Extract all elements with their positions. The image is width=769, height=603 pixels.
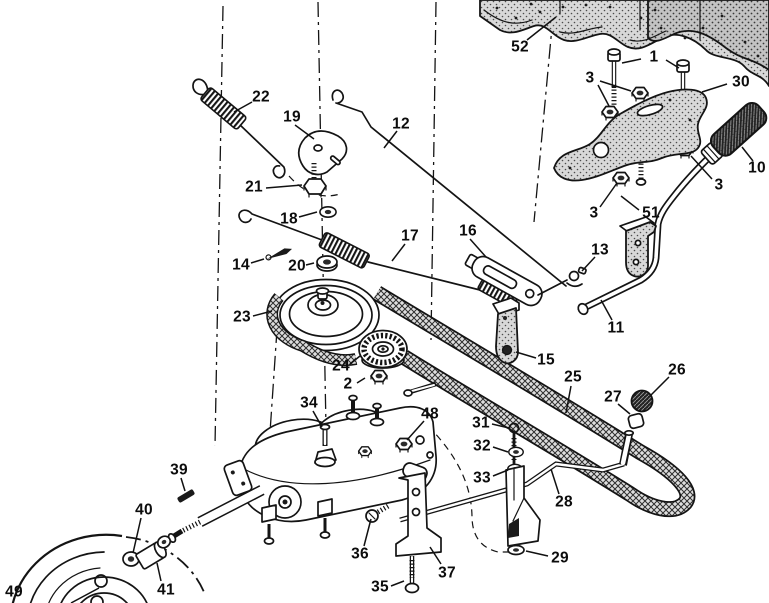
belt-25-wrap [266,293,358,367]
leader-lines [132,16,754,587]
pulley-23 [272,278,380,352]
callout-19: 19 [283,109,301,126]
bolt-21 [303,163,327,198]
bolt-48 [395,381,437,453]
callout-41: 41 [157,582,175,599]
rod-28 [398,461,626,523]
washer-29 [507,544,525,556]
callout-51: 51 [642,205,660,222]
washer-32 [508,446,524,458]
callout-26: 26 [668,362,686,379]
callout-3: 3 [715,177,724,194]
callout-3: 3 [590,205,599,222]
callout-35: 35 [371,579,389,596]
wheel-49 [11,533,205,603]
callout-39: 39 [170,462,188,479]
belt-25 [372,286,696,518]
washer-20 [316,255,338,272]
bracket-19 [297,130,348,176]
callout-12: 12 [392,116,410,133]
callout-2: 2 [344,376,353,393]
callout-34: 34 [300,395,318,412]
idler-post [619,429,635,466]
lever-11 [577,144,723,316]
washer-18 [319,205,337,219]
callout-3: 3 [586,70,595,87]
pulley-24 [358,329,408,369]
bolt-34 [314,423,337,468]
callout-20: 20 [288,258,306,275]
callout-36: 36 [351,546,369,563]
bushing-41 [135,541,167,570]
callout-24: 24 [332,358,350,375]
bracket-30 [553,88,708,182]
clip-13 [566,266,587,288]
callout-31: 31 [472,415,490,432]
callout-10: 10 [748,160,766,177]
callout-28: 28 [555,494,573,511]
callout-21: 21 [245,179,263,196]
bolt-1-left [607,48,621,106]
pin-14 [265,248,293,261]
grip-10 [700,101,768,165]
cap-27 [627,412,645,430]
lever-pivot-bracket [619,216,657,278]
bracket-28 [505,465,541,547]
callout-14: 14 [232,257,250,274]
callout-33: 33 [473,470,491,487]
callout-49: 49 [5,584,23,601]
callout-30: 30 [732,74,750,91]
callout-40: 40 [135,502,153,519]
callout-16: 16 [459,223,477,240]
transaxle-34-assembly [167,394,437,545]
callout-37: 37 [438,565,456,582]
callout-48: 48 [421,406,439,423]
ball-knob-26 [630,389,654,413]
callout-23: 23 [233,309,251,326]
callout-18: 18 [280,211,298,228]
bracket-15 [492,297,520,365]
washer-axle [156,535,172,549]
callout-17: 17 [401,228,419,245]
bracket-37 [395,472,442,557]
callout-25: 25 [564,369,582,386]
callout-29: 29 [551,550,569,567]
nut-2 [370,369,388,385]
callout-1: 1 [650,49,659,66]
bolt-35 [404,556,420,594]
callout-27: 27 [604,389,622,406]
key-39 [177,489,195,503]
callout-13: 13 [591,242,609,259]
callout-11: 11 [608,320,625,337]
callout-32: 32 [473,438,491,455]
rod-12 [331,89,567,287]
callout-52: 52 [511,39,529,56]
rod-spring-17 [238,209,485,292]
screw-36 [365,502,392,523]
spring-22 [192,78,286,179]
frame-52 [479,0,769,87]
callout-22: 22 [252,89,270,106]
callout-15: 15 [537,352,555,369]
